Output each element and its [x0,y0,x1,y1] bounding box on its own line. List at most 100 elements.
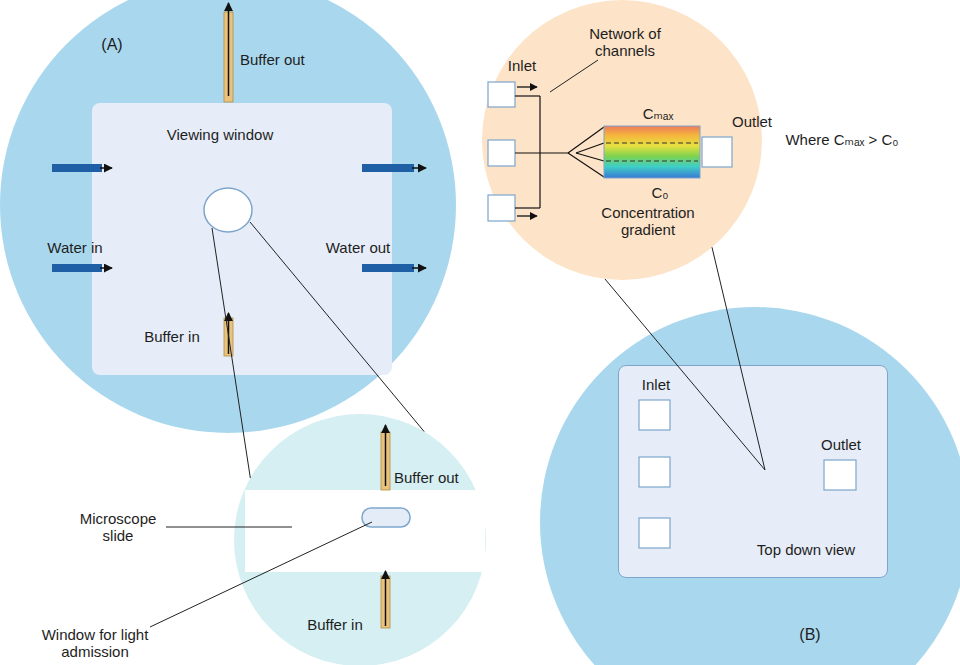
text-holder: Window for light admission [39,626,151,661]
buffer-tubes-slide [381,425,390,628]
text-holder: Viewing window [167,126,273,143]
text-holder: Buffer in [144,328,200,345]
node-label: Buffer out [394,469,459,486]
channel [576,143,604,153]
text-holder: Microscope slide [71,510,166,545]
circle-fill [540,307,960,665]
concentration-gradient [604,126,700,178]
channel [568,153,604,177]
inlet-box [639,457,670,487]
text-holder: Buffer out [394,469,459,486]
annotation-label: Microscope slide [71,510,166,545]
buffer-tube [381,432,390,490]
text-holder: Concentration gradient [592,204,704,239]
text-holder: Water in [47,239,102,256]
buffer-tube [381,576,390,628]
inlet-box [488,195,515,221]
node-label: (A) [101,36,122,54]
text-holder: Top down view [757,541,855,558]
flow-arrow [100,167,112,169]
node-label: Buffer in [144,328,200,345]
circle-fill [482,0,762,280]
circle-fill [234,414,486,665]
annotation-label: Where Cₘₐₓ > C₀ [785,131,898,148]
inlet-box [488,140,515,166]
flow-arrow [517,215,537,216]
device-chip: InletOutletTop down view [618,365,888,578]
flow-arrow [228,313,230,354]
text-holder: Inlet [642,376,670,393]
outlet-box [824,460,856,490]
zoom-circle: Buffer outBuffer in [234,414,486,665]
text-holder: (B) [799,626,820,644]
inlet-box [488,82,515,107]
water-pipe [52,264,102,272]
channel [515,207,540,208]
channel [515,152,568,153]
annotation-label: Window for light admission [39,626,151,661]
dashed-line [606,161,698,162]
outlet-box [702,137,732,167]
channel [576,153,604,161]
text-holder: Network of channels [579,25,671,60]
water-pipe [52,164,102,172]
text-holder: Outlet [732,113,772,130]
zoom-line [212,222,424,478]
text-holder: Water out [326,239,390,256]
water-inlet-pipes [52,164,112,272]
microscope-slide [245,490,485,572]
node-label: Outlet [732,113,772,130]
node-label: Viewing window [167,126,273,143]
zoom-circle: Viewing windowBuffer in (A) Buffer outWate… [0,0,456,433]
text-holder: Buffer out [240,51,305,68]
channel [539,96,540,208]
flow-arrow [228,3,230,96]
text-holder: Inlet [508,57,536,74]
inlet-box [639,400,670,430]
flow-arrow [100,267,112,269]
node-label: Cₘₐₓ [643,105,674,122]
text-holder: Where Cₘₐₓ > C₀ [785,131,898,148]
inlet-boxes [488,82,515,221]
buffer-tube [224,318,233,356]
zoom-circle: InletOutletTop down view (B) [540,307,960,665]
chamber-panel: Viewing windowBuffer in [92,103,392,375]
node-label: Concentration gradient [592,204,704,239]
water-pipe [362,164,414,172]
flow-arrow [412,167,426,169]
node-label: Inlet [508,57,536,74]
node-label: Buffer out [240,51,305,68]
flow-arrow [412,267,426,269]
node-label: Outlet [821,436,861,453]
node-label: Buffer in [307,616,363,633]
water-outlet-pipes [362,164,426,272]
viewing-window [204,188,252,232]
flow-arrow [385,571,387,626]
zoom-line [605,247,765,470]
node-label: C₀ [651,184,668,201]
inlet-box [639,518,670,548]
leader-line [166,527,292,528]
buffer-tubes-a [224,3,233,356]
buffer-tube [224,12,233,102]
leader-line [550,60,598,92]
channel [568,127,604,153]
text-holder: Buffer in [307,616,363,633]
node-label: (B) [799,626,820,644]
node-label: Water out [326,239,390,256]
water-pipe [362,264,414,272]
device-ports [639,400,856,548]
node-label: Water in [47,239,102,256]
flow-arrow [517,86,537,87]
circle-fill [0,0,456,433]
node-label: Inlet [642,376,670,393]
light-window [362,508,410,527]
dashed-line [606,143,698,144]
node-label: Network of channels [579,25,671,60]
channel-network [515,96,604,208]
flow-arrow [385,425,387,486]
channel [515,95,540,96]
